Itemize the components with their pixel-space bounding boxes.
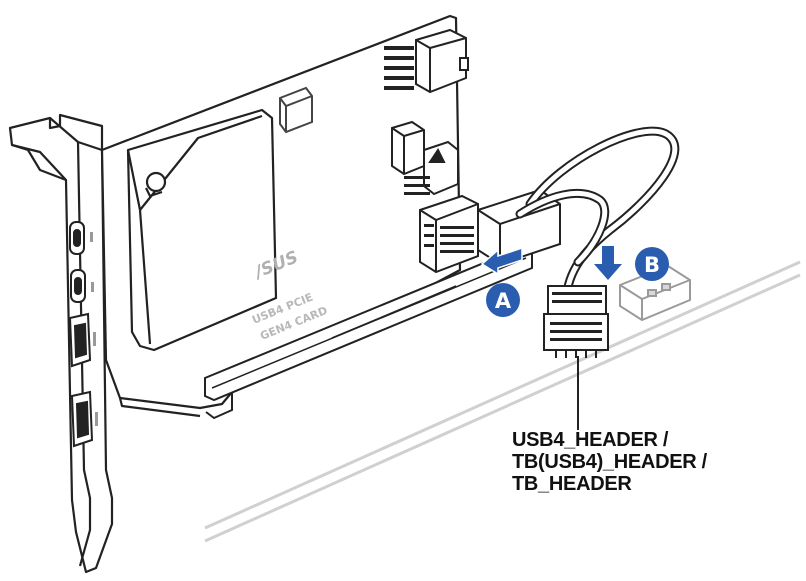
usb-c-port-1 (69, 221, 85, 255)
callout-line3: TB_HEADER (512, 473, 632, 495)
motherboard-header-socket (619, 264, 691, 322)
pad-component (279, 86, 313, 134)
step-badge-a: A (486, 283, 520, 317)
callout-line1: USB4_HEADER / (512, 429, 669, 451)
step-badge-b: B (635, 247, 669, 281)
motherboard-edge (204, 260, 801, 543)
cable-plug-b (543, 285, 609, 358)
step-b-arrow (594, 246, 622, 280)
bracket-ports (68, 221, 98, 448)
pcie-bracket (8, 113, 114, 574)
callout-line2: TB(USB4)_HEADER / (512, 451, 708, 473)
header-callout: USB4_HEADER / TB(USB4)_HEADER / TB_HEADE… (512, 429, 708, 495)
displayport-port-2 (70, 390, 94, 448)
heatsink (126, 108, 278, 352)
usb-c-port-2 (70, 269, 86, 303)
edge-connector (204, 246, 533, 420)
step-badge-b-label: B (644, 253, 660, 277)
step-badge-a-label: A (495, 289, 512, 313)
displayport-port-1 (68, 312, 92, 368)
cable (515, 126, 680, 305)
card-header-port (419, 194, 479, 274)
top-connector (384, 28, 469, 94)
board-header-connector (391, 120, 459, 196)
step-a-arrow (480, 246, 523, 276)
